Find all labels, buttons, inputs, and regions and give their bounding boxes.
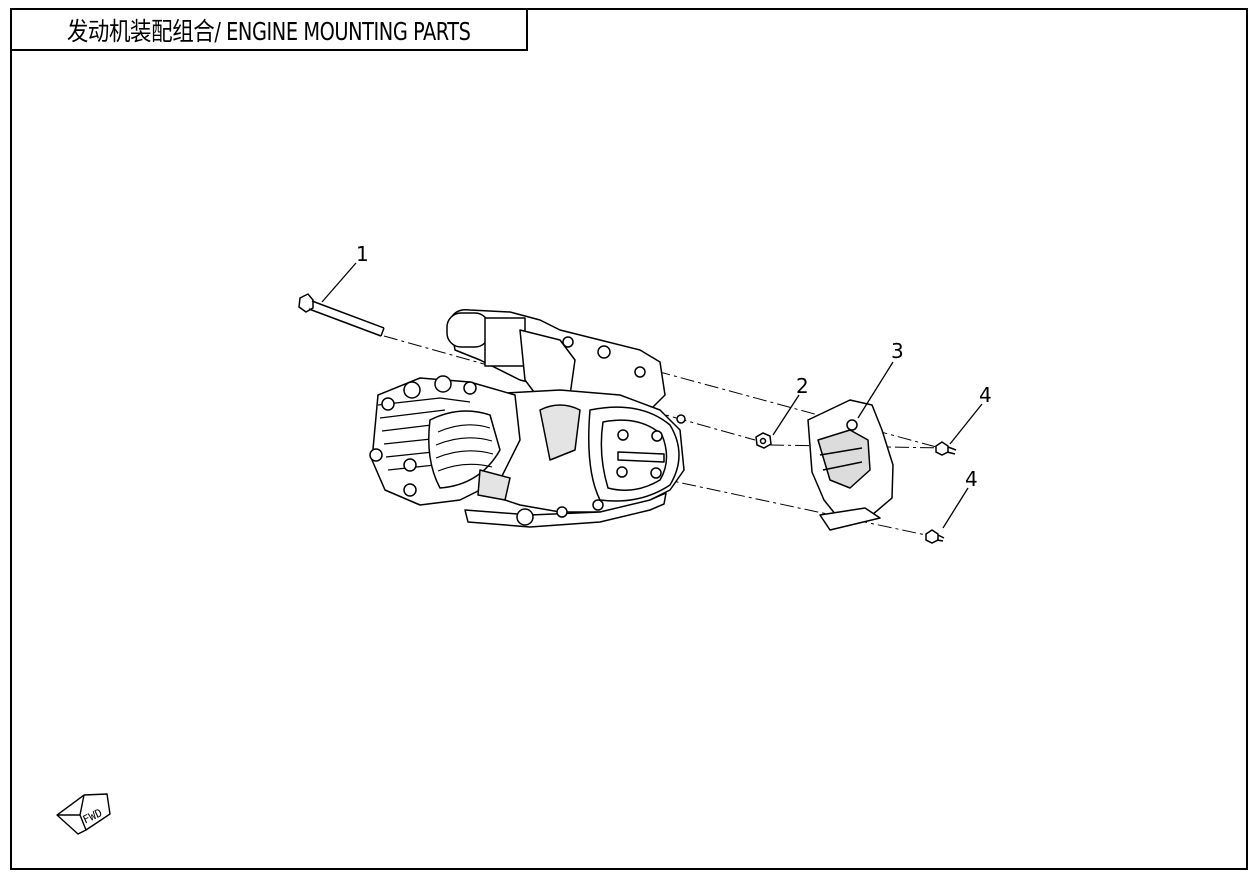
callout-3: 3 bbox=[891, 339, 904, 363]
callout-4-upper: 4 bbox=[979, 383, 992, 407]
part-4-bolt-lower bbox=[925, 529, 945, 544]
drawing-frame bbox=[10, 8, 1248, 870]
fwd-arrow-icon: FWD bbox=[56, 793, 111, 835]
part-2-nut bbox=[755, 432, 772, 449]
page-title: 发动机装配组合/ ENGINE MOUNTING PARTS bbox=[67, 16, 471, 46]
callout-2: 2 bbox=[796, 374, 809, 398]
engine-assembly bbox=[369, 308, 686, 528]
callout-4-lower: 4 bbox=[965, 467, 978, 491]
callout-1: 1 bbox=[356, 242, 369, 266]
part-1-mounting-bolt bbox=[298, 293, 385, 337]
leader-lines bbox=[321, 262, 983, 529]
title-block: 发动机装配组合/ ENGINE MOUNTING PARTS bbox=[10, 8, 528, 51]
part-3-sprocket-cover bbox=[807, 399, 894, 531]
part-4-bolt-upper bbox=[935, 441, 957, 456]
